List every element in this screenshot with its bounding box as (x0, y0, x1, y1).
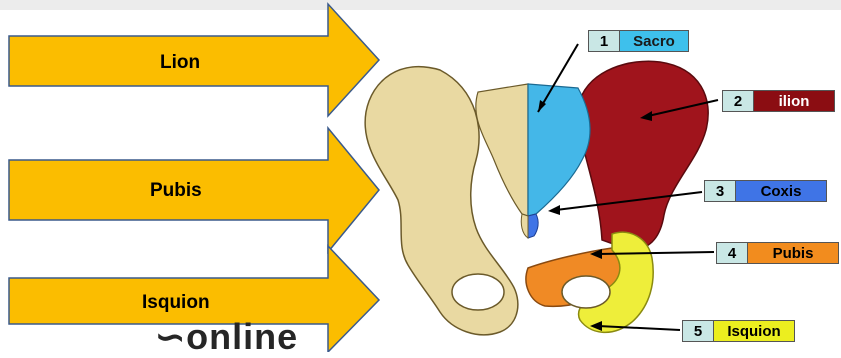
sacrum-left-half (476, 84, 528, 216)
callout-name: ilion (754, 90, 835, 112)
callout-name: Sacro (620, 30, 689, 52)
ilium-region (578, 61, 708, 250)
callout-ilion: 2 ilion (722, 90, 835, 112)
pointer-coxis-head (548, 205, 560, 215)
left-obturator (452, 274, 504, 310)
callout-isquion: 5 Isquion (682, 320, 795, 342)
watermark-symbol: ∽ (155, 316, 186, 357)
watermark-text: online (186, 316, 298, 357)
callout-number: 2 (722, 90, 754, 112)
coccyx-left (521, 214, 528, 238)
callout-number: 1 (588, 30, 620, 52)
arrow-label-isquion: Isquion (142, 292, 210, 314)
callout-pubis: 4 Pubis (716, 242, 839, 264)
callout-name: Isquion (714, 320, 795, 342)
callout-number: 5 (682, 320, 714, 342)
sacrum-region (528, 84, 590, 216)
callout-sacro: 1 Sacro (588, 30, 689, 52)
arrow-label-pubis: Pubis (150, 180, 202, 202)
coccyx-region (528, 214, 538, 238)
callout-coxis: 3 Coxis (704, 180, 827, 202)
right-obturator (562, 276, 610, 308)
arrow-label-lion: Lion (160, 52, 200, 74)
callout-name: Coxis (736, 180, 827, 202)
callout-number: 3 (704, 180, 736, 202)
callout-number: 4 (716, 242, 748, 264)
callout-name: Pubis (748, 242, 839, 264)
